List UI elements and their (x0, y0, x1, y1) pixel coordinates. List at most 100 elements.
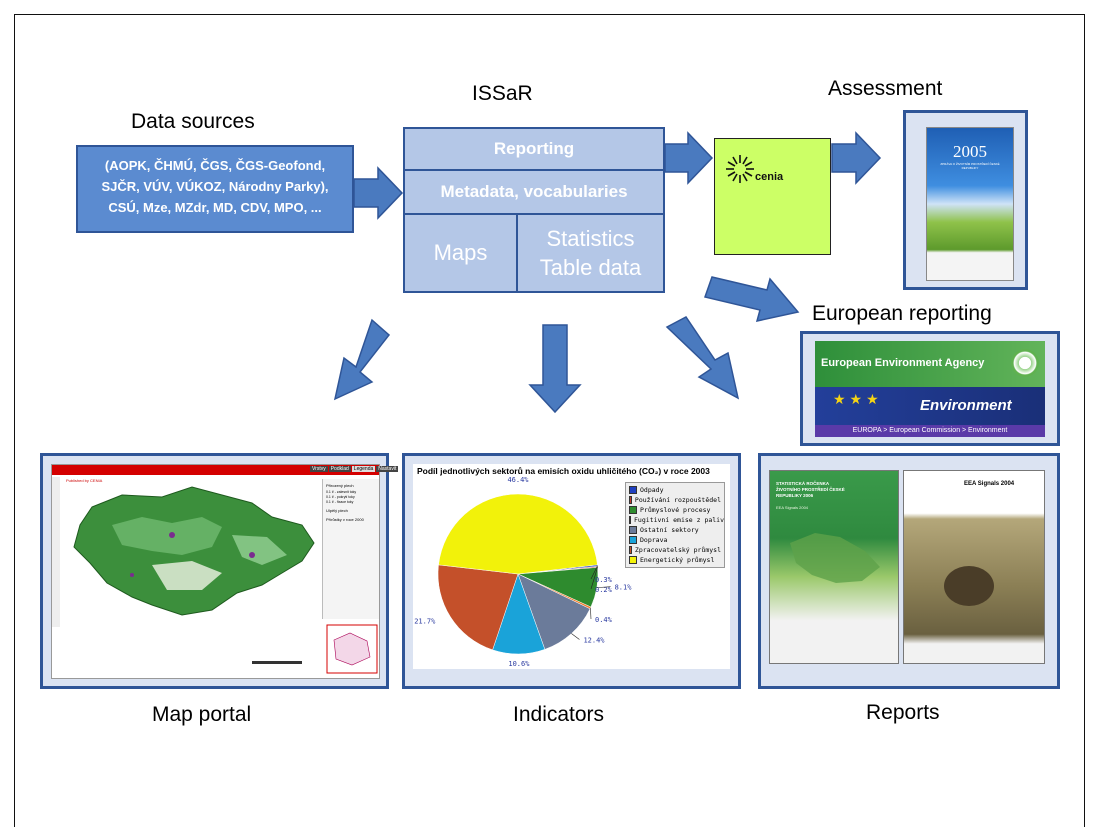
pie-data-label: 46.4% (507, 476, 529, 484)
cenia-logo-box: cenia (714, 138, 831, 255)
legend-swatch (629, 486, 637, 494)
pie-data-label: 0.4% (595, 616, 613, 624)
map-tab[interactable]: Legenda (351, 466, 376, 472)
pie-leader-line (596, 586, 611, 588)
data-sources-label: Data sources (131, 110, 255, 133)
cenia-logo-text: cenia (755, 171, 784, 183)
data-sources-line: SJČR, VÚV, VÚKOZ, Národny Parky), (101, 179, 329, 194)
pie-data-label: 12.4% (583, 636, 605, 644)
assessment-report-cover: 2005 ZPRÁVA O ŽIVOTNÍM PROSTŘEDÍ ČESKÉ R… (926, 127, 1014, 281)
pie-slice (437, 564, 519, 651)
data-sources-line: CSÚ, Mze, MZdr, MD, CDV, MPO, ... (108, 200, 322, 215)
cover-title: ZPRÁVA O ŽIVOTNÍM PROSTŘEDÍ ČESKÉ REPUBL… (940, 162, 1000, 170)
map-toolbar (52, 477, 60, 627)
legend-item: 0.1 t/ - pokrytí toky (326, 495, 355, 499)
map-published-by: Published by CENIA (66, 478, 103, 483)
indicators-label: Indicators (513, 703, 605, 726)
pie-slice (517, 573, 591, 650)
legend-swatch (629, 516, 631, 524)
legend-label: Doprava (640, 536, 668, 544)
assessment-panel: 2005 ZPRÁVA O ŽIVOTNÍM PROSTŘEDÍ ČESKÉ R… (903, 110, 1028, 290)
eea-banner-mid (815, 387, 1045, 425)
legend-entry: Ostatní sektory (629, 525, 721, 535)
legend-group: Přírůstky v roce 2000 (326, 517, 364, 522)
eea-breadcrumb: EUROPA > European Commission > Environme… (815, 425, 1045, 437)
legend-group: Ulpělý plech (326, 508, 348, 513)
legend-label: Energetický průmysl (640, 556, 715, 564)
map-portal-tabs: Vrstvy Podklad Legenda Nastavit (310, 466, 399, 472)
yearbook-cover: STATISTICKÁ ROČENKA ŽIVOTNÍHO PROSTŘEDÍ … (769, 470, 899, 664)
table-data-label: Table data (539, 255, 642, 280)
legend-entry: Doprava (629, 535, 721, 545)
legend-swatch (629, 506, 637, 514)
legend-entry: Používání rozpouštědel (629, 495, 721, 505)
slide-frame (14, 14, 1085, 827)
legend-swatch (629, 546, 632, 554)
eu-stars-icon: ★★★ (833, 391, 883, 407)
eea-sun-logo-icon (1011, 349, 1039, 377)
reports-panel: STATISTICKÁ ROČENKA ŽIVOTNÍHO PROSTŘEDÍ … (758, 453, 1060, 689)
legend-label: Fugitivní emise z paliv (634, 516, 725, 524)
map-portal-panel: Vrstvy Podklad Legenda Nastavit Publishe… (40, 453, 399, 689)
map-portal-header (52, 465, 379, 475)
yearbook-subtitle: EEA Signals 2004 (776, 505, 809, 510)
legend-entry: Energetický průmysl (629, 555, 721, 565)
legend-group: Přirozený plech (326, 483, 354, 488)
legend-label: Průmyslové procesy (640, 506, 711, 514)
pie-data-label: 0.2% (595, 586, 613, 594)
map-tab[interactable]: Podklad (328, 466, 351, 472)
legend-entry: Průmyslové procesy (629, 505, 721, 515)
eea-agency-text: European Environment Agency (821, 357, 985, 369)
legend-swatch (629, 526, 637, 534)
czech-outline-image (790, 533, 880, 583)
pie-data-label: 21.7% (414, 617, 436, 625)
pie-leader-line (590, 565, 598, 580)
statistics-cell: Statistics Table data (516, 213, 665, 293)
legend-swatch (629, 556, 637, 564)
european-reporting-panel: European Environment Agency ★★★ Environm… (800, 331, 1060, 446)
map-legend-panel: Přirozený plech 0.1 t/ - zalesnit toky 0… (322, 479, 379, 619)
pie-leader-line (590, 607, 592, 620)
pie-leader-line (571, 633, 580, 640)
toad-image (944, 566, 994, 606)
indicators-panel: Podíl jednotlivých sektorů na emisích ox… (402, 453, 741, 689)
chart-title: Podíl jednotlivých sektorů na emisích ox… (417, 466, 710, 476)
data-sources-box: (AOPK, ČHMÚ, ČGS, ČGS-Geofond, SJČR, VÚV… (76, 145, 354, 233)
pie-chart-svg: 0.3%0.2%8.1%0.4%12.4%10.6%21.7%46.4% (414, 476, 633, 668)
map-portal-label: Map portal (152, 703, 252, 726)
metadata-cell: Metadata, vocabularies (403, 169, 665, 215)
data-sources-line: (AOPK, ČHMÚ, ČGS, ČGS-Geofond, (104, 158, 326, 173)
reporting-cell: Reporting (403, 127, 665, 171)
eea-banner-top (815, 341, 1045, 387)
pie-leader-line (590, 566, 598, 590)
czech-map-image (73, 486, 378, 674)
issar-label: ISSaR (472, 82, 533, 105)
european-reporting-label: European reporting (812, 302, 992, 325)
eea-environment-text: Environment (920, 397, 1012, 414)
eea-signals-cover: EEA Signals 2004 (903, 470, 1045, 664)
map-tab[interactable]: Nastavit (376, 466, 399, 472)
legend-swatch (629, 496, 632, 504)
legend-entry: Zpracovatelský průmysl (629, 545, 721, 555)
legend-label: Ostatní sektory (640, 526, 699, 534)
legend-entry: Fugitivní emise z paliv (629, 515, 725, 525)
map-tab[interactable]: Vrstvy (310, 466, 328, 472)
pie-data-label: 0.3% (595, 576, 613, 584)
eea-banner: European Environment Agency ★★★ Environm… (815, 341, 1045, 437)
pie-slice (438, 493, 598, 575)
cover-year: 2005 (953, 142, 987, 161)
pie-data-label: 8.1% (615, 584, 633, 592)
legend-entry: Odpady (629, 485, 721, 495)
legend-swatch (629, 536, 637, 544)
reports-label: Reports (866, 701, 940, 724)
legend-item: 0.1 t/ - zalesnit toky (326, 490, 357, 494)
indicator-chart: Podíl jednotlivých sektorů na emisích ox… (413, 464, 730, 669)
map-portal-screenshot: Vrstvy Podklad Legenda Nastavit Publishe… (51, 464, 399, 679)
statistics-label: Statistics (546, 226, 635, 251)
yearbook-title: STATISTICKÁ ROČENKA ŽIVOTNÍHO PROSTŘEDÍ … (776, 481, 845, 498)
issar-box: Reporting Metadata, vocabularies Maps St… (403, 127, 665, 293)
legend-label: Odpady (640, 486, 664, 494)
legend-label: Používání rozpouštědel (634, 496, 721, 504)
cenia-sun-icon (726, 155, 754, 183)
